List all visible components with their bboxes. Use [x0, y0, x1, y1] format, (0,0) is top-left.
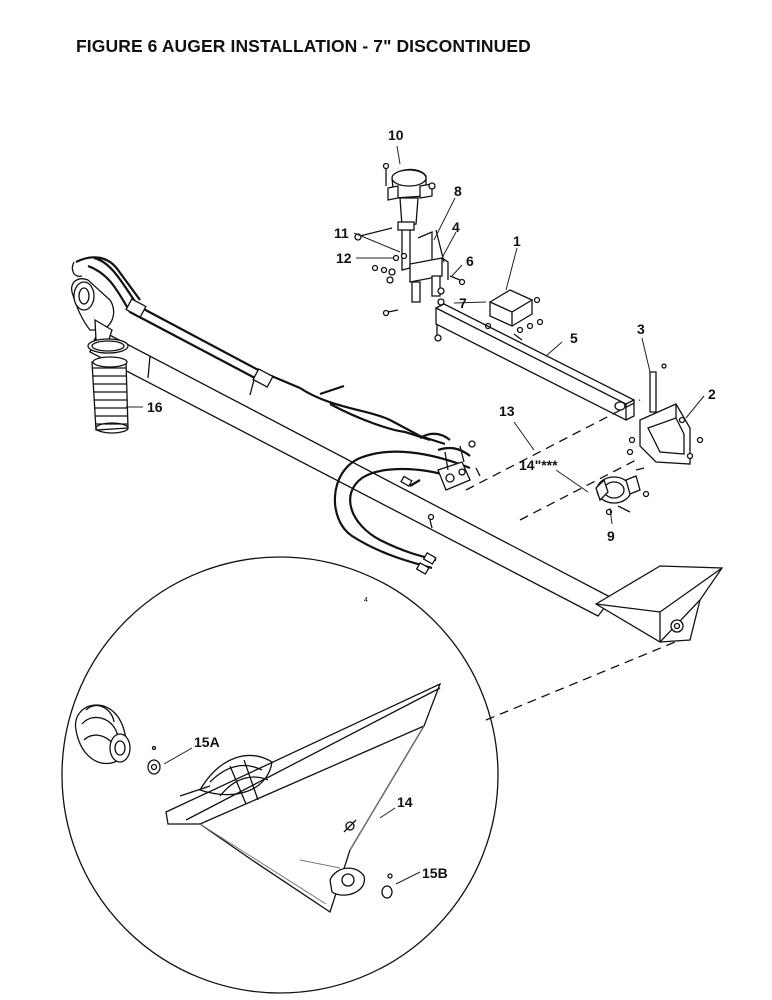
label-9: 9 — [607, 528, 615, 544]
hopper — [594, 565, 724, 643]
lower-clamp — [595, 467, 650, 516]
part-labels: 10 8 4 1 11 12 6 7 3 5 2 16 13 14"*** 9 … — [147, 127, 716, 881]
label-8: 8 — [454, 183, 462, 199]
label-6: 6 — [466, 253, 474, 269]
label-4: 4 — [452, 219, 460, 235]
label-14: 14 — [397, 794, 413, 810]
label-11: 11 — [334, 225, 349, 241]
label-2: 2 — [708, 386, 716, 402]
label-14-note: 14"*** — [519, 457, 558, 473]
figure-title: FIGURE 6 AUGER INSTALLATION - 7" DISCONT… — [76, 36, 531, 56]
cable-bundle — [87, 256, 446, 446]
mount-bracket — [382, 229, 466, 317]
bracket-1 — [484, 289, 544, 334]
detail-circle — [61, 556, 499, 994]
upper-clamp — [382, 162, 436, 227]
label-7: 7 — [459, 295, 467, 311]
label-tiny: 4 — [364, 597, 368, 604]
label-15b: 15B — [422, 865, 448, 881]
mount-plate — [626, 363, 704, 465]
support-bar — [434, 303, 636, 422]
boot-hose — [87, 338, 129, 434]
label-1: 1 — [513, 233, 521, 249]
label-16: 16 — [147, 399, 163, 415]
hydraulic-hoses — [333, 432, 471, 575]
leader-lines — [126, 145, 705, 885]
valve-assembly — [427, 440, 481, 529]
label-10: 10 — [388, 127, 404, 143]
label-13: 13 — [499, 403, 515, 419]
label-12: 12 — [336, 250, 352, 266]
label-5: 5 — [570, 330, 578, 346]
dashed-leaders — [465, 399, 681, 721]
auger-head — [71, 256, 141, 343]
label-3: 3 — [637, 321, 645, 337]
label-15a: 15A — [194, 734, 220, 750]
